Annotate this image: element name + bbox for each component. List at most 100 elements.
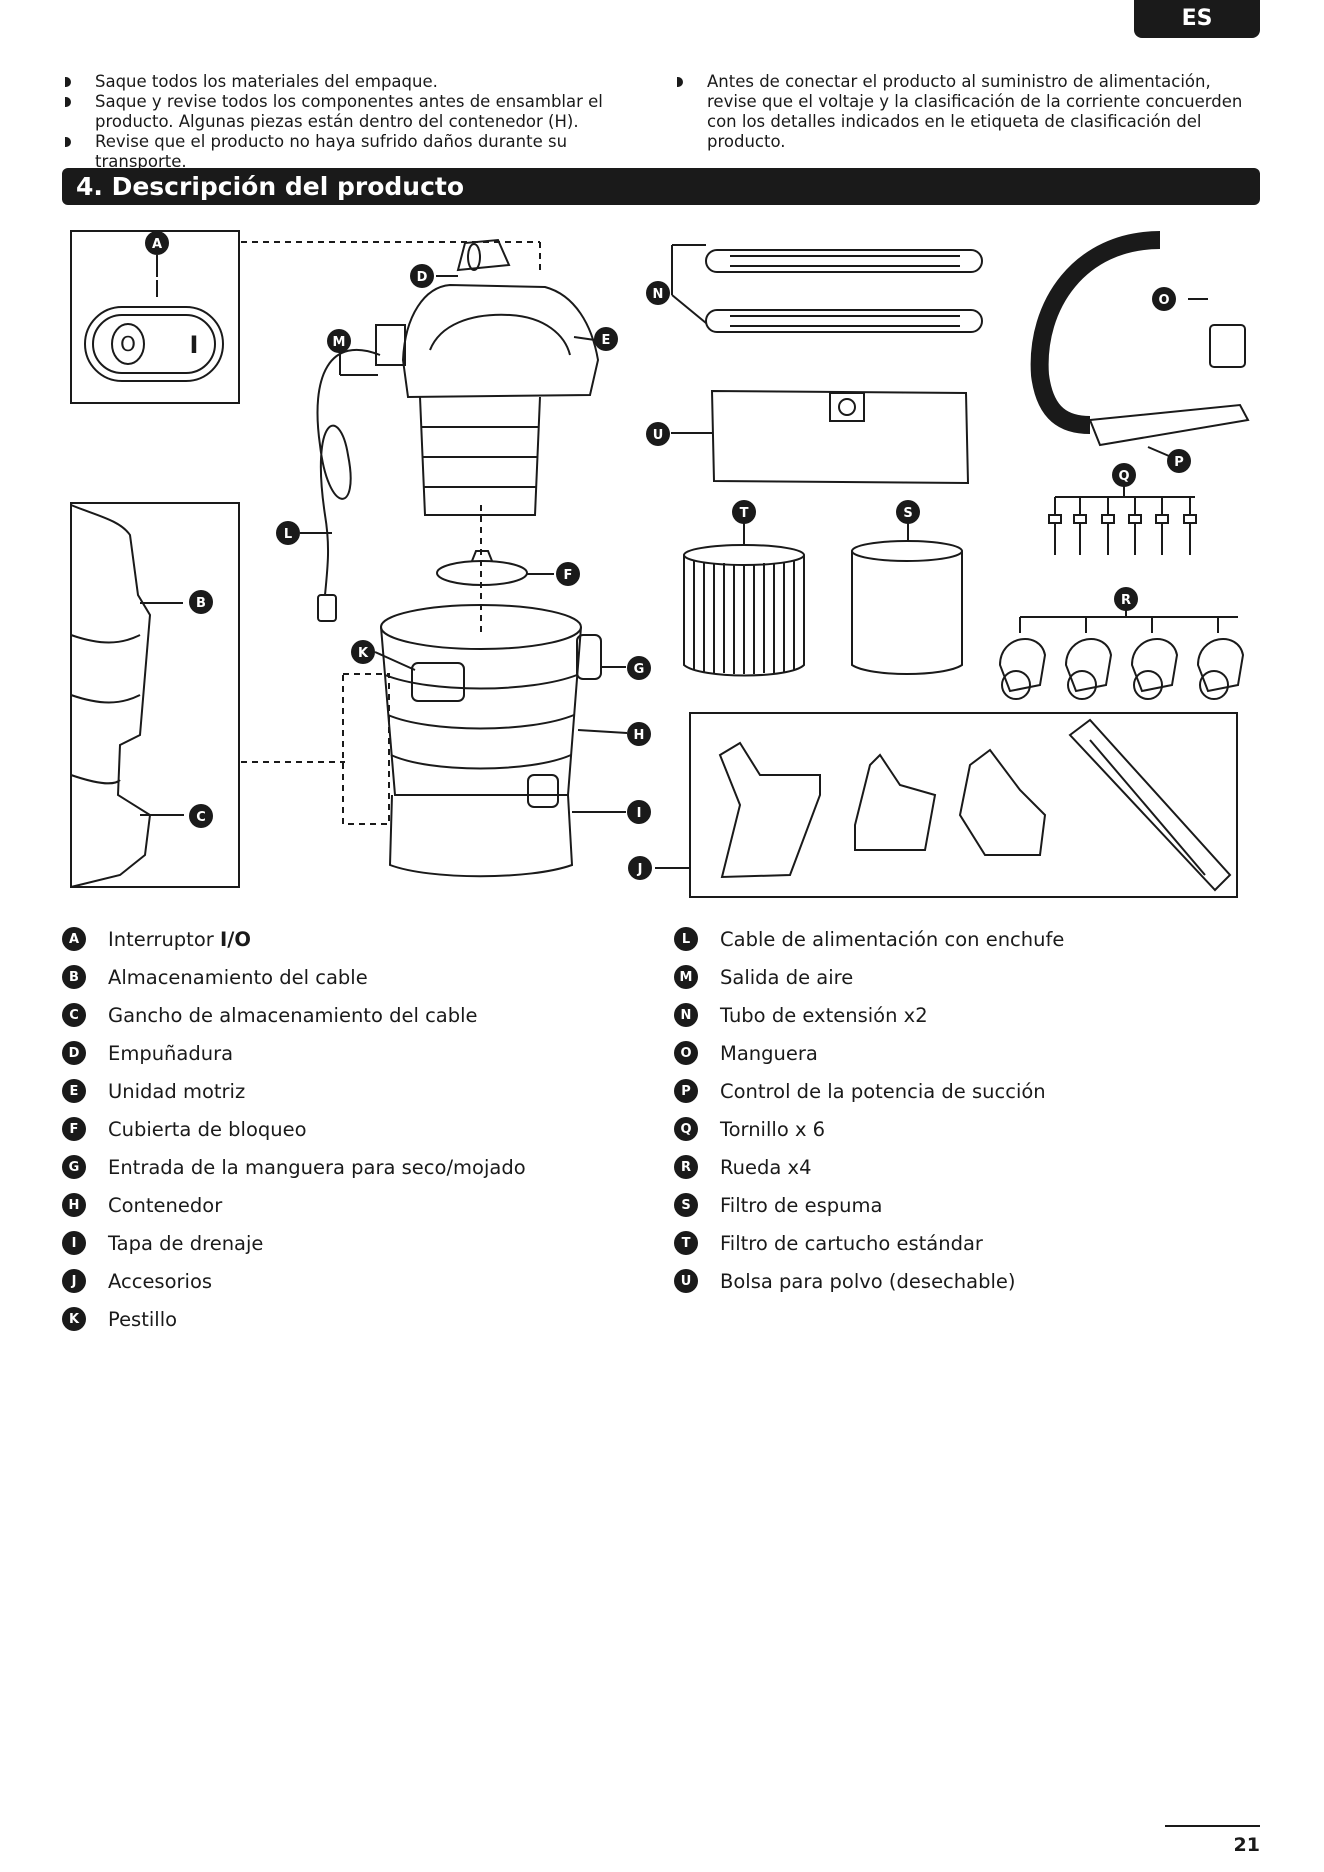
- hose-part: [1030, 231, 1161, 434]
- legend-item: B Almacenamiento del cable: [62, 958, 526, 996]
- motor-unit-part: [401, 283, 600, 399]
- legend-text: Filtro de cartucho estándar: [720, 1231, 983, 1255]
- screws-part: [1048, 496, 1197, 555]
- legend-text: Contenedor: [108, 1193, 223, 1217]
- svg-text:D: D: [417, 270, 428, 285]
- section-title: 4. Descripción del producto: [62, 168, 1260, 205]
- legend-text: Bolsa para polvo (desechable): [720, 1269, 1016, 1293]
- legend-badge: O: [674, 1041, 698, 1065]
- svg-text:T: T: [740, 506, 749, 521]
- legend-badge: K: [62, 1307, 86, 1331]
- legend-item: M Salida de aire: [674, 958, 1064, 996]
- legend-text: Rueda x4: [720, 1155, 812, 1179]
- callout-G: G: [627, 656, 651, 680]
- svg-text:C: C: [196, 810, 206, 825]
- legend-text: Gancho de almacenamiento del cable: [108, 1003, 478, 1027]
- legend-badge: S: [674, 1193, 698, 1217]
- legend-text: Entrada de la manguera para seco/mojado: [108, 1155, 526, 1179]
- intro-right: Antes de conectar el producto al suminis…: [674, 72, 1264, 152]
- wheels-part: [998, 616, 1245, 700]
- filter-cage: [419, 396, 541, 516]
- power-cord: [316, 349, 381, 596]
- switch-off-mark: O: [120, 332, 136, 356]
- legend-item: I Tapa de drenaje: [62, 1224, 526, 1262]
- svg-text:K: K: [358, 646, 369, 661]
- callout-T: T: [732, 500, 756, 524]
- callout-R: R: [1114, 587, 1138, 611]
- legend-badge: N: [674, 1003, 698, 1027]
- callout-E: E: [594, 327, 618, 351]
- legend-text: Control de la potencia de succión: [720, 1079, 1046, 1103]
- svg-text:P: P: [1174, 455, 1184, 470]
- intro-left: Saque todos los materiales del empaque. …: [62, 72, 662, 172]
- legend-badge: B: [62, 965, 86, 989]
- product-diagram: A B C D E F G H I J K L M N O P Q R S T …: [70, 230, 1250, 898]
- cord-storage-inset: [70, 502, 240, 888]
- svg-text:M: M: [333, 335, 346, 350]
- callout-J: J: [628, 856, 652, 880]
- legend-text: Tapa de drenaje: [108, 1231, 264, 1255]
- legend-text: Interruptor: [108, 927, 220, 951]
- svg-text:H: H: [634, 728, 645, 743]
- legend-badge: G: [62, 1155, 86, 1179]
- legend-badge: I: [62, 1231, 86, 1255]
- svg-text:F: F: [564, 568, 573, 583]
- legend-badge: C: [62, 1003, 86, 1027]
- callout-P: P: [1167, 449, 1191, 473]
- callout-C: C: [189, 804, 213, 828]
- switch-inset: [70, 230, 240, 404]
- legend-text: Tubo de extensión x2: [720, 1003, 928, 1027]
- callout-B: B: [189, 590, 213, 614]
- legend-badge: P: [674, 1079, 698, 1103]
- svg-text:A: A: [152, 237, 162, 252]
- switch-icon: [84, 306, 224, 382]
- intro-bullet: Revise que el producto no haya sufrido d…: [62, 132, 662, 172]
- legend-text: Accesorios: [108, 1269, 213, 1293]
- legend-item: R Rueda x4: [674, 1148, 1064, 1186]
- legend-item: G Entrada de la manguera para seco/mojado: [62, 1148, 526, 1186]
- legend-badge: H: [62, 1193, 86, 1217]
- legend-item: K Pestillo: [62, 1300, 526, 1338]
- switch-on-mark: I: [190, 331, 199, 359]
- legend-item: P Control de la potencia de succión: [674, 1072, 1064, 1110]
- callout-N: N: [646, 281, 670, 305]
- legend-text: Almacenamiento del cable: [108, 965, 368, 989]
- svg-text:G: G: [634, 662, 645, 677]
- intro-bullet: Saque y revise todos los componentes ant…: [62, 92, 662, 132]
- legend-item: D Empuñadura: [62, 1034, 526, 1072]
- svg-text:I: I: [637, 806, 642, 821]
- intro-bullet: Saque todos los materiales del empaque.: [62, 72, 662, 92]
- legend-text: Empuñadura: [108, 1041, 234, 1065]
- legend-text: Manguera: [720, 1041, 818, 1065]
- legend-item: J Accesorios: [62, 1262, 526, 1300]
- callout-U: U: [646, 422, 670, 446]
- legend-badge: J: [62, 1269, 86, 1293]
- legend-badge: L: [674, 927, 698, 951]
- legend-text: Filtro de espuma: [720, 1193, 883, 1217]
- legend-badge: D: [62, 1041, 86, 1065]
- callout-M: M: [327, 329, 351, 353]
- svg-text:L: L: [284, 527, 292, 542]
- legend-badge: R: [674, 1155, 698, 1179]
- extension-tubes: [705, 249, 983, 333]
- legend-text: Tornillo x 6: [720, 1117, 826, 1141]
- latch-part: [411, 662, 465, 702]
- callout-O: O: [1152, 287, 1176, 311]
- svg-text:B: B: [196, 596, 206, 611]
- svg-text:N: N: [653, 287, 664, 302]
- legend-text: Salida de aire: [720, 965, 854, 989]
- accessories-box: [689, 712, 1238, 898]
- page-number: 21: [1233, 1834, 1260, 1856]
- callout-H: H: [627, 722, 651, 746]
- legend-text: Pestillo: [108, 1307, 178, 1331]
- legend-badge: M: [674, 965, 698, 989]
- callout-S: S: [896, 500, 920, 524]
- legend-badge: Q: [674, 1117, 698, 1141]
- intro-bullet: Antes de conectar el producto al suminis…: [674, 72, 1264, 152]
